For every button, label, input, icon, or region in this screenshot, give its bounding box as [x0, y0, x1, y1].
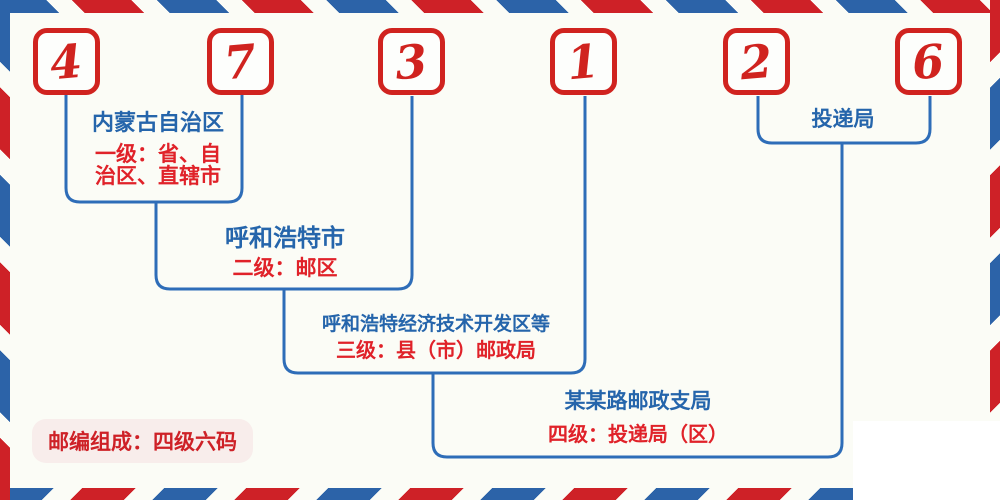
level-2-desc: 二级：邮区	[232, 256, 338, 280]
border-right-stripes	[990, 0, 1000, 500]
level-2-label-group: 呼和浩特市 二级：邮区	[185, 225, 385, 279]
level-3-place: 呼和浩特经济技术开发区等	[321, 313, 550, 335]
level-1-desc-line-1: 一级：省、自	[95, 142, 221, 166]
border-left-stripes	[0, 0, 10, 500]
digit-box-2: 7	[207, 28, 274, 95]
level-1-label-group: 内蒙古自治区 一级：省、自 治区、直辖市	[56, 111, 260, 188]
bracket-level-4	[431, 143, 844, 459]
level-3-desc: 三级：县（市）邮政局	[336, 338, 536, 362]
digit-box-4: 1	[550, 28, 617, 95]
bracket-level-1	[64, 95, 244, 204]
corner-white-patch	[853, 421, 1000, 500]
bracket-delivery	[756, 96, 932, 145]
border-top-stripes	[0, 0, 1000, 13]
level-1-place: 内蒙古自治区	[91, 111, 224, 136]
level-1-desc-line-2: 治区、直辖市	[95, 164, 221, 188]
level-4-place: 某某路邮政支局	[564, 389, 712, 413]
level-4-desc: 四级：投递局（区）	[548, 422, 728, 446]
level-3-label-group: 呼和浩特经济技术开发区等 三级：县（市）邮政局	[315, 313, 557, 362]
composition-badge: 邮编组成：四级六码	[32, 419, 253, 463]
border-bottom-stripes	[0, 488, 1000, 500]
digit-text: 7	[222, 33, 259, 90]
digit-box-1: 4	[33, 28, 100, 95]
level-2-place: 呼和浩特市	[225, 224, 345, 252]
digit-box-3: 3	[378, 28, 445, 95]
digit-text: 4	[48, 33, 85, 90]
delivery-bureau-label-group: 投递局	[782, 108, 904, 131]
digit-box-5: 2	[723, 28, 790, 95]
digit-text: 6	[910, 33, 947, 90]
digit-box-6: 6	[895, 28, 962, 95]
digit-text: 2	[738, 33, 775, 90]
digit-text: 3	[393, 33, 430, 90]
delivery-bureau-label: 投递局	[811, 107, 875, 131]
level-4-label-group: 某某路邮政支局 四级：投递局（区）	[522, 389, 754, 446]
digit-text: 1	[565, 33, 602, 90]
